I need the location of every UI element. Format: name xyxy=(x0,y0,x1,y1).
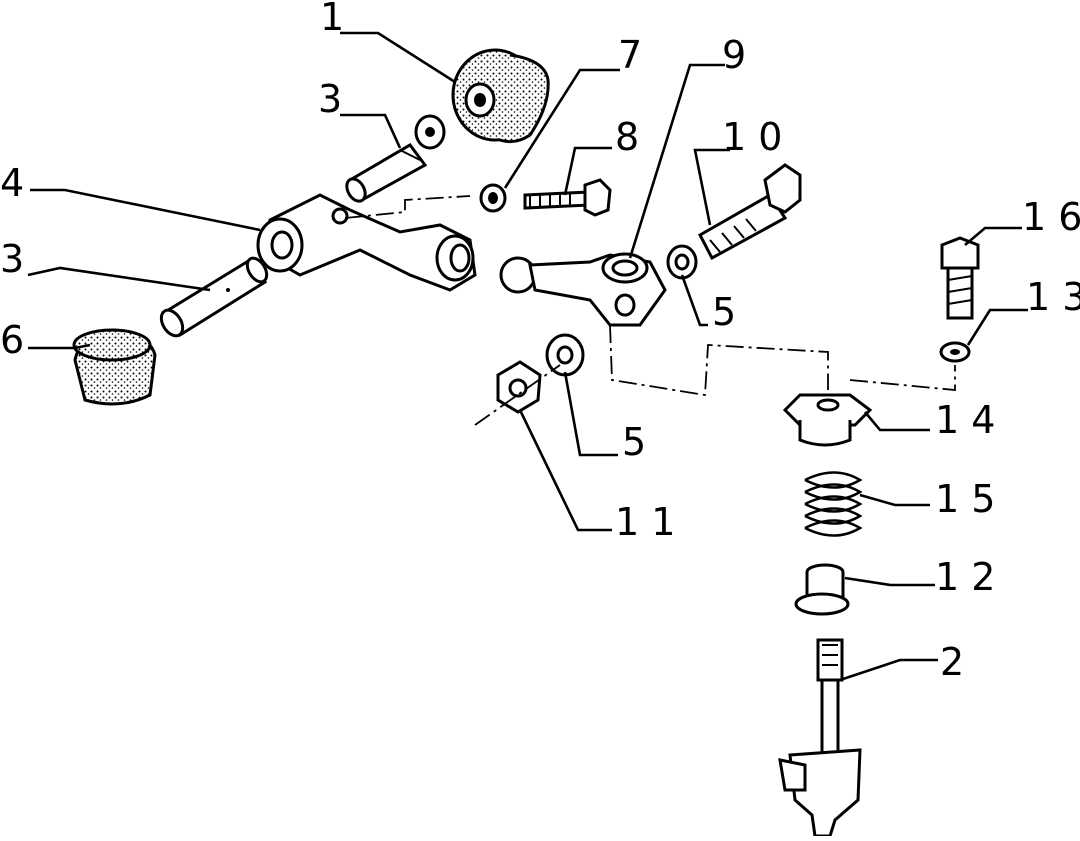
part-3-lower-shaft xyxy=(159,256,269,338)
callout-6: 6 xyxy=(0,318,24,362)
callout-7: 7 xyxy=(618,33,642,77)
part-1-rubber-boot xyxy=(451,48,550,144)
callout-4: 4 xyxy=(0,161,24,205)
callout-3-upper: 3 xyxy=(318,77,342,121)
callout-labels: 1 2 3 3 4 5 5 6 7 8 9 1 0 1 1 1 2 1 3 1 … xyxy=(0,0,1080,684)
callout-5-upper: 5 xyxy=(712,290,736,334)
callout-14: 1 4 xyxy=(935,398,995,442)
part-10-large-bolt xyxy=(698,163,802,261)
callout-8: 8 xyxy=(615,115,639,159)
callout-16: 1 6 xyxy=(1022,195,1080,239)
part-2-fork-shaft xyxy=(778,638,862,838)
callout-11: 1 1 xyxy=(615,500,675,544)
callout-15: 1 5 xyxy=(935,477,995,521)
part-6-dust-cap xyxy=(72,328,157,406)
part-7-washer xyxy=(479,183,507,213)
callout-9: 9 xyxy=(722,33,746,77)
callout-13: 1 3 xyxy=(1026,275,1080,319)
part-9-ball-arm xyxy=(499,252,667,327)
part-4-lever-arm xyxy=(256,193,477,292)
part-8-bolt xyxy=(523,178,612,217)
callout-5-lower: 5 xyxy=(622,420,646,464)
part-11-nut xyxy=(496,360,542,414)
part-13-washer xyxy=(939,341,971,363)
part-5-lower-washer xyxy=(545,333,585,377)
part-14-flange xyxy=(782,393,873,447)
callout-12: 1 2 xyxy=(935,555,995,599)
assembly-centerlines xyxy=(344,195,956,426)
callout-1: 1 xyxy=(320,0,344,39)
callout-2: 2 xyxy=(940,640,964,684)
part-3-upper-rod xyxy=(345,114,446,203)
part-12-bushing xyxy=(794,563,850,616)
part-15-spring xyxy=(804,471,863,537)
part-5-upper-washer xyxy=(666,244,698,280)
callout-3-lower: 3 xyxy=(0,237,24,281)
leader-lines xyxy=(27,31,1028,682)
part-16-bolt xyxy=(940,236,980,320)
callout-10: 1 0 xyxy=(722,115,782,159)
